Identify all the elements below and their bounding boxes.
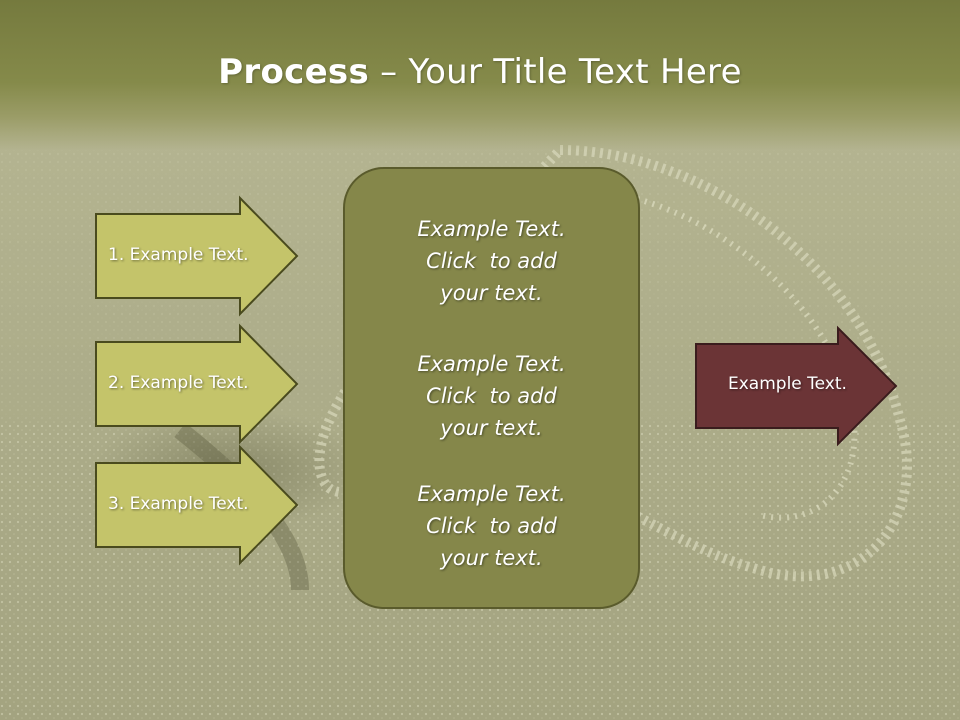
center-block-3-line-2: Click to add (426, 514, 557, 538)
center-block-2: Example Text. Click to add your text. (344, 348, 639, 444)
left-arrow-2[interactable] (95, 323, 299, 445)
center-box-shape[interactable] (343, 167, 640, 609)
center-block-1: Example Text. Click to add your text. (344, 213, 639, 309)
slide-title: Process – Your Title Text Here (0, 52, 960, 92)
center-block-1-line-3: your text. (440, 281, 543, 305)
title-bold: Process (218, 52, 370, 92)
left-arrow-2-label: 2. Example Text. (108, 373, 249, 393)
center-block-2-line-1: Example Text. (417, 352, 566, 376)
center-block-3: Example Text. Click to add your text. (344, 478, 639, 574)
right-arrow-label: Example Text. (728, 374, 847, 394)
center-block-1-line-2: Click to add (426, 249, 557, 273)
center-block-3-line-1: Example Text. (417, 482, 566, 506)
center-block-1-line-1: Example Text. (417, 217, 566, 241)
title-rest: – Your Title Text Here (369, 52, 742, 92)
left-arrow-3-label: 3. Example Text. (108, 494, 249, 514)
right-arrow[interactable] (695, 325, 898, 447)
left-arrow-1[interactable] (95, 195, 299, 317)
center-box: Example Text. Click to add your text. Ex… (344, 168, 639, 608)
left-arrow-3[interactable] (95, 444, 299, 566)
left-arrow-1-label: 1. Example Text. (108, 245, 249, 265)
center-block-3-line-3: your text. (440, 546, 543, 570)
title-band (0, 0, 960, 150)
center-block-2-line-2: Click to add (426, 384, 557, 408)
center-block-2-line-3: your text. (440, 416, 543, 440)
